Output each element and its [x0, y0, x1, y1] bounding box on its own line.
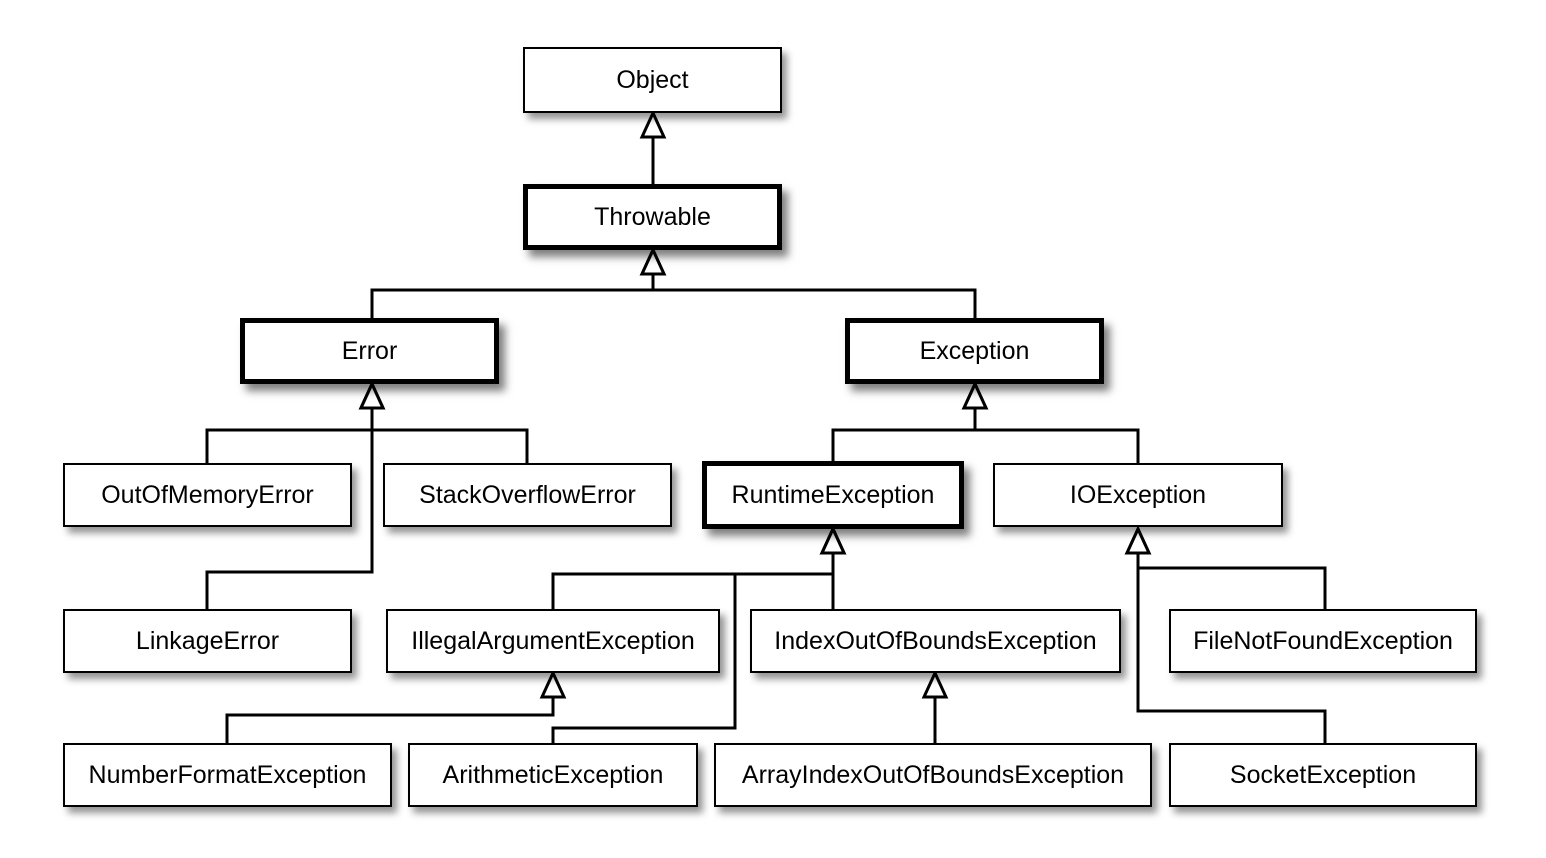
class-box-label: IOException	[1069, 480, 1207, 509]
generalization-exception-throwable	[639, 246, 977, 318]
class-box-ioexception[interactable]: IOException	[993, 463, 1283, 527]
generalization-arrowhead	[639, 109, 667, 139]
generalization-arrowhead	[639, 246, 667, 276]
class-box-arithmetic[interactable]: ArithmeticException	[408, 743, 698, 807]
class-box-label: SocketException	[1229, 760, 1417, 789]
class-box-label: Error	[341, 336, 398, 365]
class-box-numberformat[interactable]: NumberFormatException	[63, 743, 392, 807]
class-box-error[interactable]: Error	[240, 318, 499, 384]
generalization-socketexception-ioexception	[1124, 525, 1327, 743]
class-box-label: NumberFormatException	[88, 760, 367, 789]
class-box-linkageerror[interactable]: LinkageError	[63, 609, 352, 673]
generalization-filenotfound-ioexception	[1124, 525, 1327, 609]
class-box-label: RuntimeException	[731, 480, 935, 509]
class-box-runtimeexception[interactable]: RuntimeException	[702, 461, 964, 529]
generalization-illegalargument-runtime	[551, 525, 847, 609]
generalization-ioexception-exception	[961, 380, 1140, 463]
class-box-label: LinkageError	[135, 626, 280, 655]
generalization-runtimeexception-exception	[831, 380, 989, 461]
class-box-illegalargument[interactable]: IllegalArgumentException	[386, 609, 720, 673]
class-box-outofmemoryerror[interactable]: OutOfMemoryError	[63, 463, 352, 527]
class-box-stackoverflow[interactable]: StackOverflowError	[383, 463, 672, 527]
class-box-label: Object	[616, 65, 689, 94]
generalization-numberformat-illegalarg	[225, 669, 567, 743]
generalization-arrowhead	[1124, 525, 1152, 555]
generalization-arrayindex-indexoutof	[921, 669, 949, 743]
generalization-stackoverflow-error	[358, 380, 529, 463]
generalization-arrowhead	[921, 669, 949, 699]
class-box-label: StackOverflowError	[419, 480, 636, 509]
generalization-outofmemoryerror-error	[205, 380, 386, 463]
class-box-label: Exception	[919, 336, 1030, 365]
generalization-arrowhead	[358, 380, 386, 410]
class-box-filenotfound[interactable]: FileNotFoundException	[1169, 609, 1477, 673]
class-box-label: FileNotFoundException	[1193, 626, 1453, 655]
generalization-arrowhead	[819, 525, 847, 555]
class-box-socketexception[interactable]: SocketException	[1169, 743, 1477, 807]
class-box-label: OutOfMemoryError	[101, 480, 314, 509]
class-box-object[interactable]: Object	[523, 47, 782, 113]
class-box-label: IndexOutOfBoundsException	[774, 626, 1097, 655]
generalization-error-throwable	[370, 246, 667, 318]
class-box-indexoutofbounds[interactable]: IndexOutOfBoundsException	[750, 609, 1121, 673]
generalization-arrowhead	[539, 669, 567, 699]
generalization-arithmetic-runtime	[551, 525, 847, 743]
class-box-throwable[interactable]: Throwable	[523, 184, 782, 250]
class-box-exception[interactable]: Exception	[845, 318, 1104, 384]
class-box-label: IllegalArgumentException	[411, 626, 695, 655]
generalization-arrowhead	[961, 380, 989, 410]
class-box-label: ArithmeticException	[442, 760, 664, 789]
class-box-arrayindex[interactable]: ArrayIndexOutOfBoundsException	[714, 743, 1152, 807]
generalization-linkageerror-error	[205, 380, 386, 609]
class-box-label: ArrayIndexOutOfBoundsException	[741, 760, 1125, 789]
class-box-label: Throwable	[594, 202, 711, 231]
